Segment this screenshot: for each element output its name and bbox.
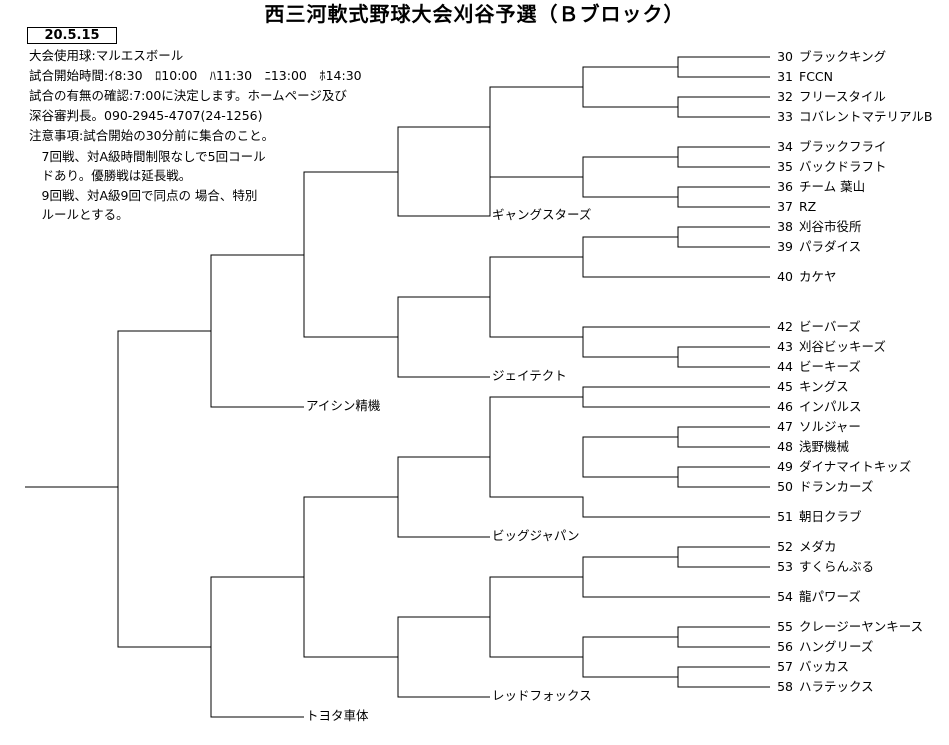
note-confirmation: 試合の有無の確認:7:00に決定します。ホームページ及び <box>29 88 347 103</box>
advancer-red-fox: レッドフォックス <box>492 688 592 703</box>
note-rule-9: 9回戦、対A級9回で同点の 場合、特別 <box>29 188 258 203</box>
date-box: 20.5.15 <box>27 27 117 44</box>
advancer-big-japan: ビッグジャパン <box>492 528 580 543</box>
note-start-times: 試合開始時間:ｲ8:30 ﾛ10:00 ﾊ11:30 ﾆ13:00 ﾎ14:30 <box>29 68 362 83</box>
note-rule-9-cont: ルールとする。 <box>29 207 129 222</box>
seed-aisin: アイシン精機 <box>306 398 381 413</box>
page-title: 西三河軟式野球大会刈谷予選（Ｂブロック） <box>264 2 685 26</box>
note-ball: 大会使用球:マルエスボール <box>29 48 184 63</box>
note-rule-7: 7回戦、対A級時間制限なしで5回コール <box>29 149 266 164</box>
advancer-jtekt: ジェイテクト <box>492 368 567 383</box>
seed-toyota-auto-body: トヨタ車体 <box>306 708 369 723</box>
note-rule-7-cont: ドあり。優勝戦は延長戦。 <box>29 168 192 183</box>
note-contact: 深谷審判長。090-2945-4707(24-1256) <box>29 108 263 123</box>
advancer-gangsters: ギャングスターズ <box>492 207 592 222</box>
note-caution: 注意事項:試合開始の30分前に集合のこと。 <box>29 128 275 143</box>
